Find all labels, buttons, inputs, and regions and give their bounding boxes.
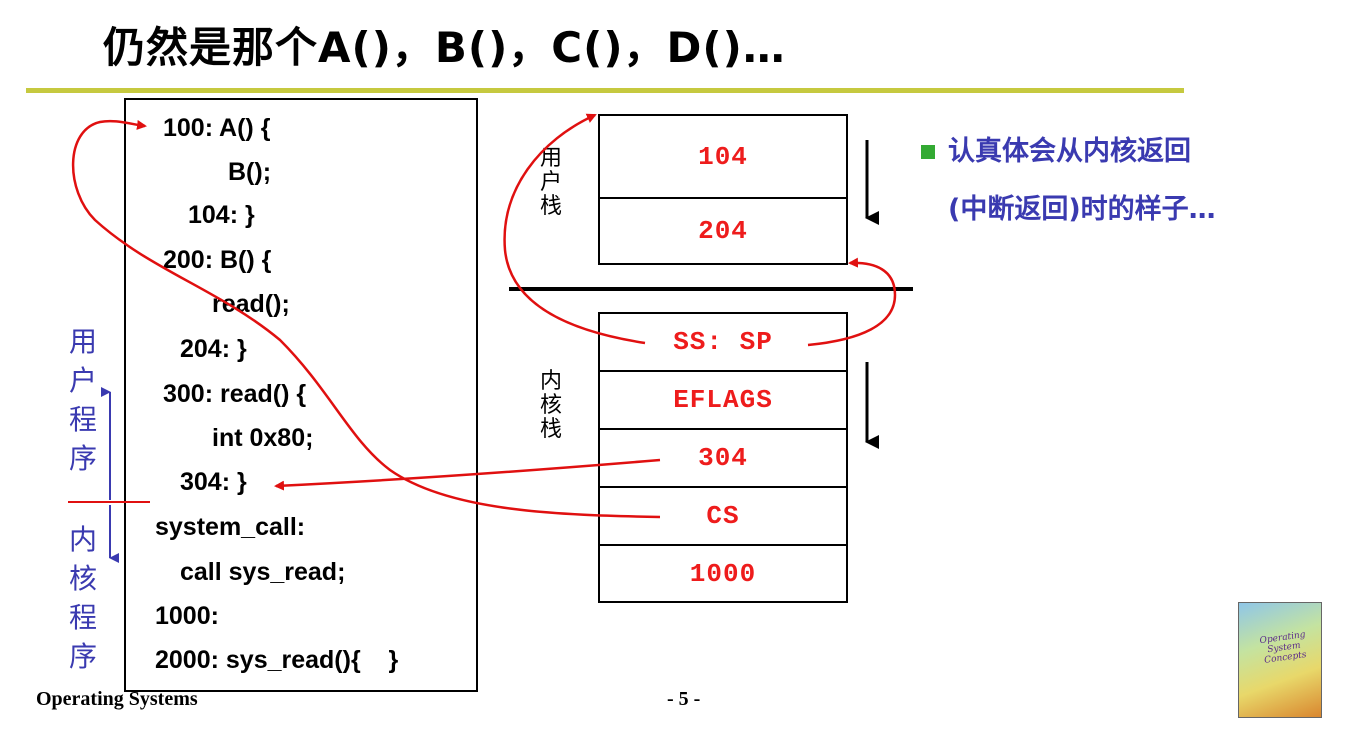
- code-line-10: system_call:: [155, 513, 306, 541]
- code-line-3: 104: }: [188, 201, 255, 229]
- bullet-text-line-1: 认真体会从内核返回: [948, 136, 1191, 167]
- code-line-8: int 0x80;: [212, 424, 314, 452]
- user-stack: 104 204: [598, 114, 848, 265]
- bullet-text-line-2: (中断返回)时的样子…: [948, 194, 1216, 225]
- code-line-9: 304: }: [180, 468, 247, 496]
- code-line-2: B();: [228, 158, 272, 186]
- user-stack-cell: 204: [698, 216, 748, 246]
- code-listing-box: [124, 98, 478, 692]
- kernel-stack-cell-1000: 1000: [689, 558, 757, 589]
- slide-title: 仍然是那个A()，B()，C()，D()…: [103, 23, 786, 72]
- code-line-11: call sys_read;: [180, 558, 346, 586]
- kernel-program-label: 内核程序: [68, 523, 97, 673]
- code-line-1: 100: A() {: [163, 114, 271, 142]
- user-stack-cell: 104: [600, 116, 846, 199]
- user-stack-label: 用户栈: [539, 146, 562, 219]
- ss-sp-to-user-stack-top-arrow: [503, 113, 646, 345]
- kernel-stack-cell-ip: 304: [600, 430, 846, 488]
- user-program-label: 用户程序: [68, 325, 97, 475]
- title-underline: [26, 88, 1184, 93]
- code-line-13: 2000: sys_read(){ }: [155, 646, 399, 674]
- book-cover-logo: Operating System Concepts: [1238, 602, 1322, 718]
- code-line-7: 300: read() {: [163, 380, 307, 408]
- bullet-square-icon: [921, 145, 935, 159]
- footer-page-number: - 5 -: [667, 688, 701, 710]
- code-line-5: read();: [212, 290, 290, 318]
- kernel-stack-cell-cs: CS: [600, 488, 846, 546]
- footer-course-name: Operating Systems: [36, 688, 198, 710]
- cs-to-code-arrow: [71, 119, 661, 519]
- kernel-stack-cell-eflags: EFLAGS: [600, 372, 846, 430]
- kernel-stack-cell-ss-sp: SS: SP: [600, 314, 846, 372]
- kernel-stack: SS: SP EFLAGS 304 CS 1000: [598, 312, 848, 603]
- code-line-4: 200: B() {: [163, 246, 272, 274]
- code-line-6: 204: }: [180, 335, 247, 363]
- kernel-stack-label: 内核栈: [539, 369, 562, 442]
- ss-sp-to-user-stack-bottom-arrow: [807, 257, 897, 347]
- ip-to-return-arrow: [274, 458, 661, 491]
- code-line-12: 1000:: [155, 602, 219, 630]
